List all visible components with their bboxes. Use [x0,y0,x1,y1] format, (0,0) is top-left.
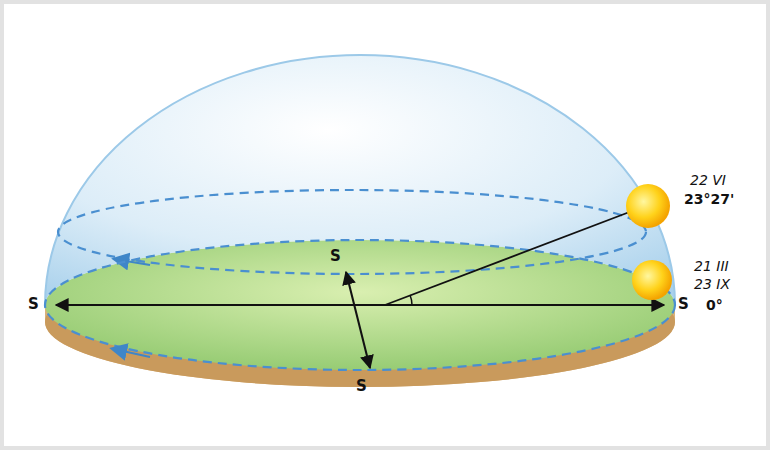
north-south-line [346,272,370,368]
direction-label: S [356,378,367,395]
equinox-sun-path [45,240,675,370]
direction-label: S [28,296,39,313]
sun-equinox [632,260,672,300]
direction-label: S [678,296,689,313]
angle-arc [410,295,412,305]
path-arrow [118,350,150,357]
sun-position-label: 23°27' [684,191,734,207]
dome-outline [45,55,675,305]
sun-summer [626,184,670,228]
sun-position-label: 23 IX [694,276,730,292]
sun-position-label: 21 III [694,258,729,274]
sun-ray [385,208,640,305]
ground-disk [45,240,675,370]
sun-position-label: 22 VI [690,172,726,188]
east-west-line [56,304,664,306]
sun-position-label: 0° [706,297,723,313]
sky-dome [45,55,675,305]
summer-sun-path [58,190,646,274]
direction-label: S [330,248,341,265]
